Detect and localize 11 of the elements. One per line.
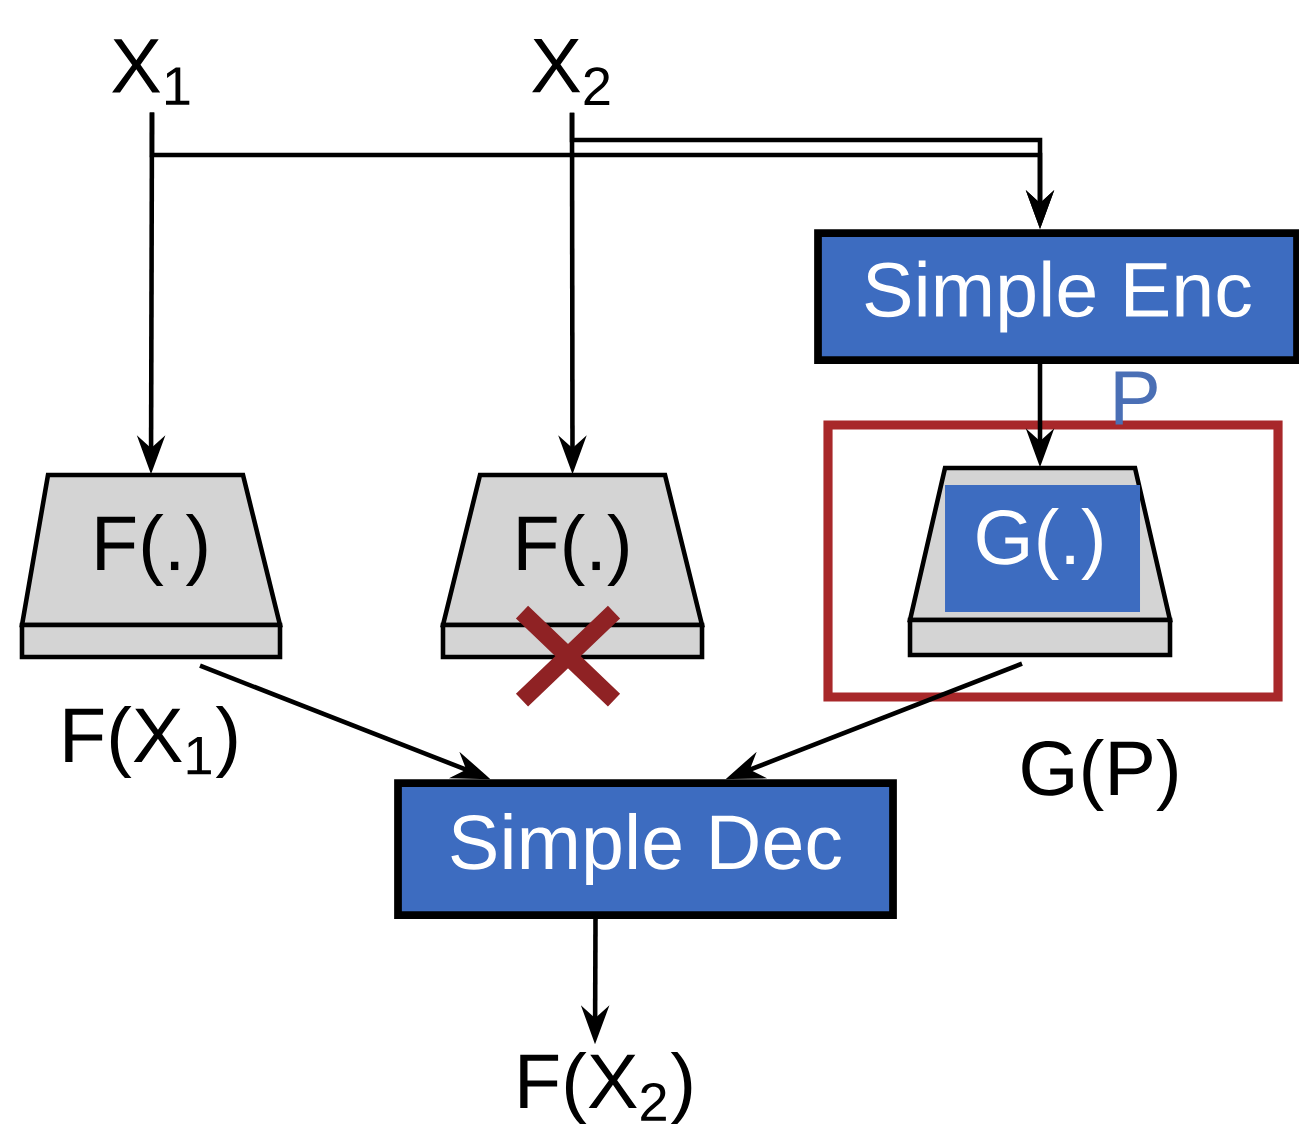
output-label: F(X$_{2}$) <box>520 1052 692 1125</box>
input-label: X$_{1}$ <box>112 39 190 105</box>
process-box: Simple Enc <box>814 229 1299 364</box>
function-block: F(.) <box>19 472 283 660</box>
function-block: G(.) <box>907 465 1173 658</box>
input-label: X$_{2}$ <box>532 39 610 105</box>
output-label: G(P) <box>1022 739 1177 811</box>
edge-label: P <box>1115 371 1157 425</box>
output-label: F(X$_{1}$) <box>65 705 237 778</box>
process-box: Simple Dec <box>394 779 897 919</box>
function-block: F(.) <box>440 472 705 660</box>
